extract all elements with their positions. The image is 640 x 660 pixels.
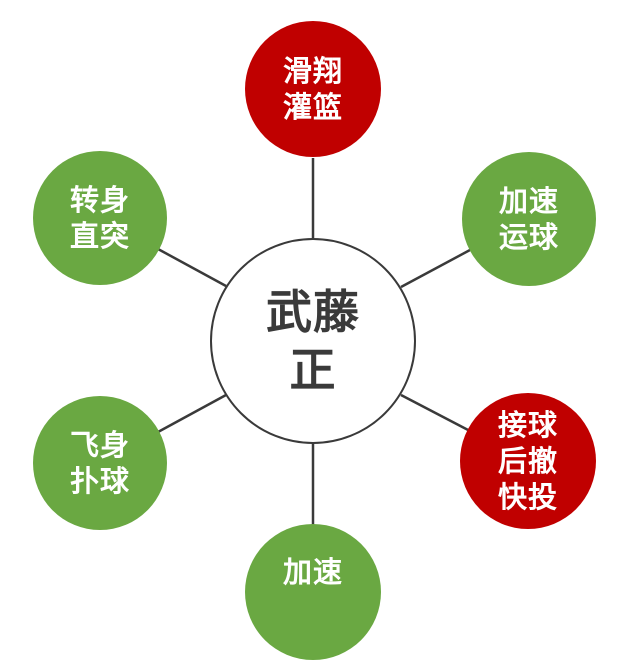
node-bottom: 加速 [245,524,381,660]
node-top: 滑翔 灌篮 [245,21,381,157]
node-upper-right: 加速 运球 [462,152,596,286]
connector-upper-right [400,248,471,289]
node-upper-left: 转身 直突 [33,151,167,285]
connector-lower-left [157,393,227,434]
node-top-label: 滑翔 灌篮 [282,54,343,124]
node-upper-right-label: 加速 运球 [498,184,559,254]
connector-lower-right [400,393,471,433]
mind-map-diagram: 武藤 正 滑翔 灌篮 加速 运球 接球 后撤 快投 加速 飞身 扑球 转身 直突 [33,21,596,660]
center-node-label: 武藤 正 [266,285,360,397]
node-bottom-label: 加速 [282,555,343,589]
node-lower-right: 接球 后撤 快投 [460,393,596,529]
node-lower-left-label: 飞身 扑球 [69,428,130,498]
connector-lines [157,158,471,527]
node-lower-left: 飞身 扑球 [33,396,167,530]
node-lower-right-label: 接球 后撤 快投 [497,408,558,514]
center-node: 武藤 正 [210,238,416,444]
connector-upper-left [157,247,227,288]
node-upper-left-label: 转身 直突 [69,183,130,253]
